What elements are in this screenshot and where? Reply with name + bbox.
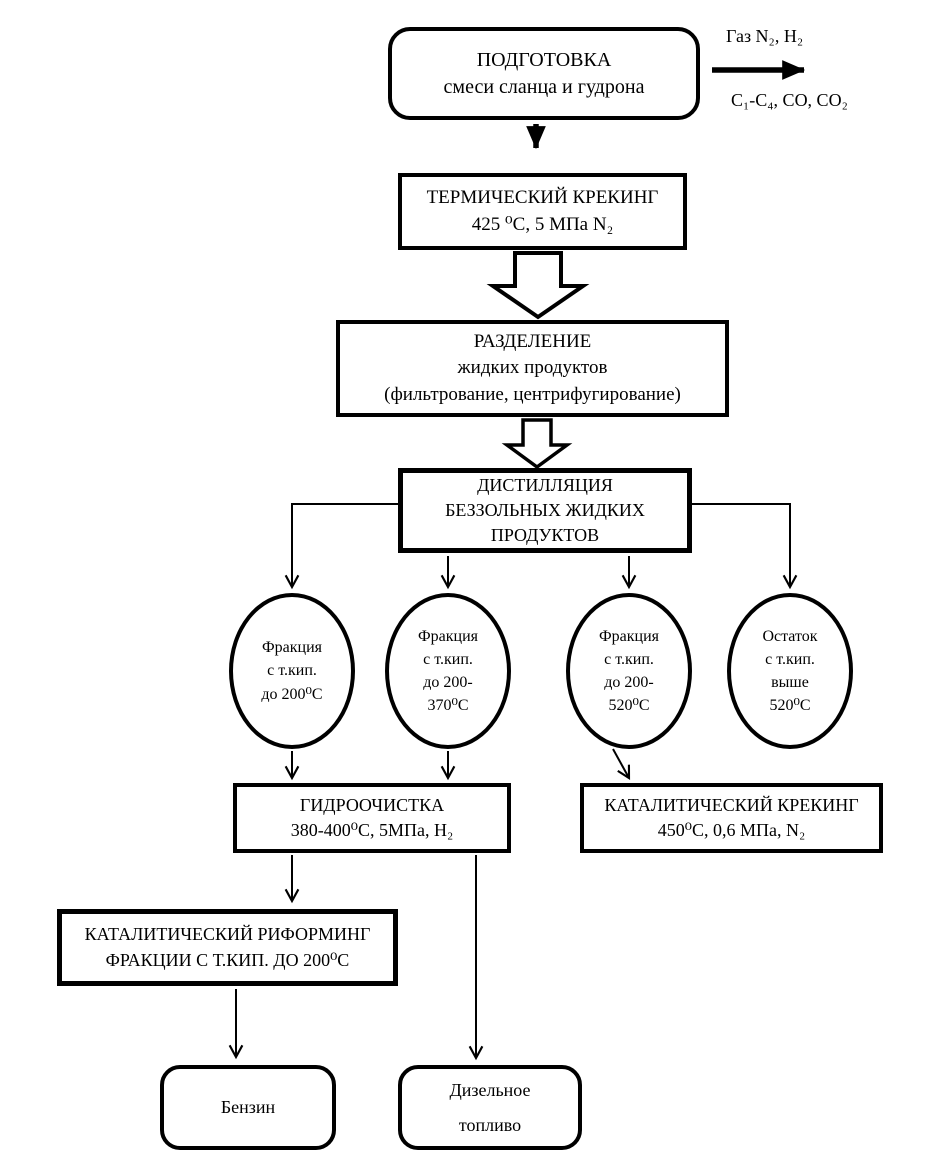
catalytic-cracking-box: КАТАЛИТИЧЕСКИЙ КРЕКИНГ 450⁰С, 0,6 МПа, N… bbox=[580, 783, 883, 853]
thermal-cracking-box: ТЕРМИЧЕСКИЙ КРЕКИНГ 425 ⁰С, 5 МПа N₂ bbox=[398, 173, 687, 250]
diesel-fuel-box: Дизельное топливо bbox=[398, 1065, 582, 1150]
fraction-200-520-circle: Фракция с т.кип. до 200- 520⁰С bbox=[566, 593, 692, 749]
fraction-200-370-circle: Фракция с т.кип. до 200- 370⁰С bbox=[385, 593, 511, 749]
arrow-distillation-fraction-200 bbox=[284, 503, 398, 590]
fraction-200-circle: Фракция с т.кип. до 200⁰С bbox=[229, 593, 355, 749]
separation-box: РАЗДЕЛЕНИЕ жидких продуктов (фильтровани… bbox=[336, 320, 729, 417]
block-arrow-thermal-separation bbox=[486, 251, 590, 320]
arrow-distillation-residue bbox=[692, 503, 798, 590]
gas-output-label-top: Газ N₂, H₂ bbox=[726, 26, 804, 46]
gasoline-box: Бензин bbox=[160, 1065, 336, 1150]
distillation-box: ДИСТИЛЛЯЦИЯ БЕЗЗОЛЬНЫХ ЖИДКИХ ПРОДУКТОВ bbox=[398, 468, 692, 553]
residue-520-circle: Остаток с т.кип. выше 520⁰С bbox=[727, 593, 853, 749]
gas-output-label-bottom: C₁-C₄, CO, CO₂ bbox=[731, 90, 848, 110]
arrow-fraction-200-520-cracking bbox=[612, 748, 631, 780]
catalytic-reforming-box: КАТАЛИТИЧЕСКИЙ РИФОРМИНГ ФРАКЦИИ С Т.КИП… bbox=[57, 909, 398, 986]
hydrotreating-box: ГИДРООЧИСТКА 380-400⁰С, 5МПа, H₂ bbox=[233, 783, 511, 853]
preparation-box: ПОДГОТОВКА смеси сланца и гудрона bbox=[388, 27, 700, 120]
block-arrow-separation-distillation bbox=[501, 418, 573, 470]
